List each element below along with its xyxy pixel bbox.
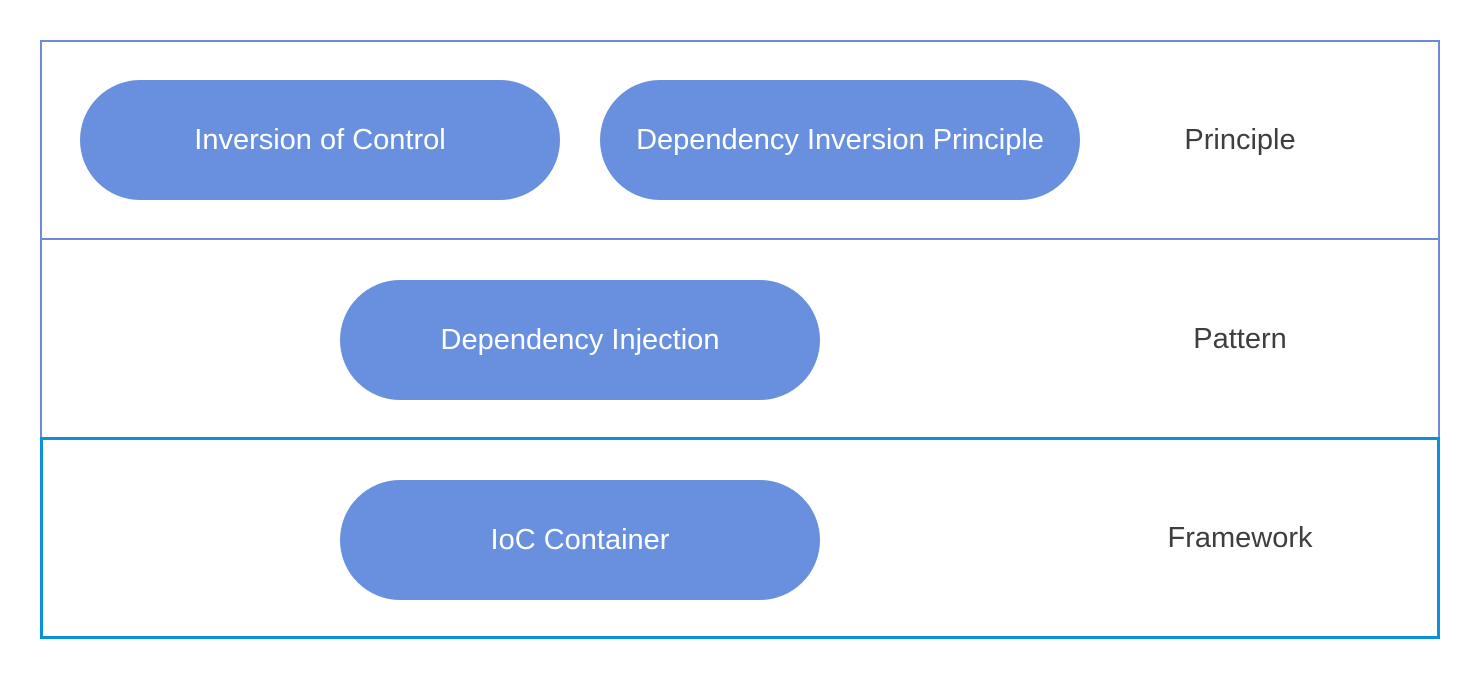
pattern-tier-label: Pattern <box>1193 323 1287 355</box>
dependency-injection-label: Dependency Injection <box>440 323 720 356</box>
dependency-inversion-principle-node: Dependency Inversion Principle <box>600 80 1080 200</box>
dependency-inversion-principle-label: Dependency Inversion Principle <box>636 123 1044 156</box>
ioc-container-label: IoC Container <box>490 523 670 556</box>
framework-tier-label: Framework <box>1167 522 1313 554</box>
dependency-injection-node: Dependency Injection <box>340 280 820 400</box>
inversion-of-control-node: Inversion of Control <box>80 80 560 200</box>
principle-tier-label: Principle <box>1184 124 1296 156</box>
framework-tier-box <box>40 437 1440 639</box>
ioc-container-node: IoC Container <box>340 480 820 600</box>
inversion-of-control-label: Inversion of Control <box>194 123 446 156</box>
